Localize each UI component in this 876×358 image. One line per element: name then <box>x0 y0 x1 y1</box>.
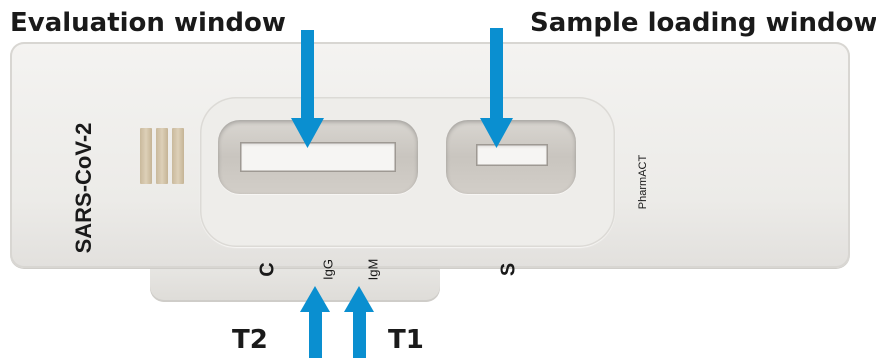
t1-label: T1 <box>388 325 424 355</box>
grip-bar <box>156 128 168 184</box>
control-band-label: C <box>256 262 279 277</box>
evaluation-strip <box>240 142 396 172</box>
evaluation-window <box>218 120 418 194</box>
grip-bar <box>172 128 184 184</box>
grip-bars <box>140 128 188 184</box>
t2-label: T2 <box>232 325 268 355</box>
sample-well <box>476 144 548 166</box>
igg-band-label: IgG <box>320 259 336 280</box>
sample-loading-window <box>446 120 576 194</box>
brand-name: PharmACT <box>637 154 649 210</box>
grip-bar <box>140 128 152 184</box>
sample-band-label: S <box>497 262 520 277</box>
product-name: SARS-CoV-2 <box>71 122 96 254</box>
test-cassette: SARS-CoV-2 PharmACT C IgG IgM S <box>10 42 850 280</box>
sample-loading-window-label: Sample loading window <box>530 8 876 38</box>
igm-band-label: IgM <box>365 258 381 281</box>
evaluation-window-label: Evaluation window <box>10 8 286 38</box>
